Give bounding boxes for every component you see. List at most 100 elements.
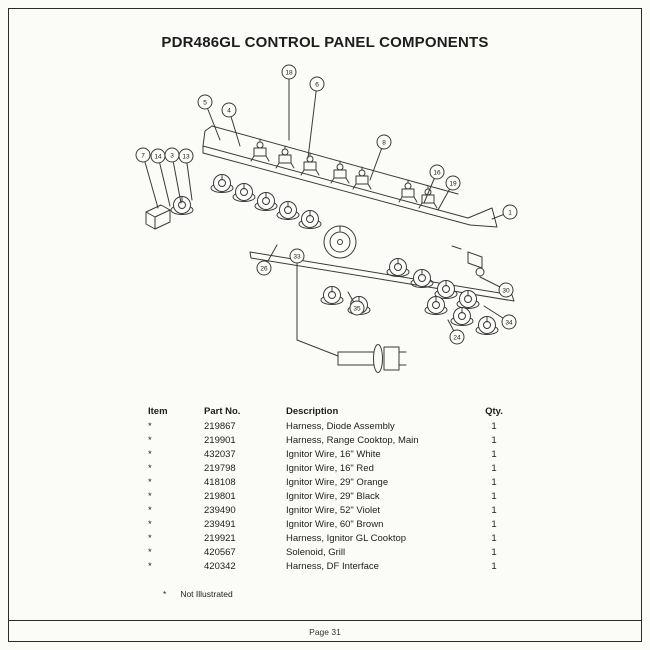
cell-desc: Harness, Range Cooktop, Main xyxy=(286,434,419,446)
svg-text:4: 4 xyxy=(227,107,231,114)
svg-text:16: 16 xyxy=(433,169,441,176)
svg-text:34: 34 xyxy=(505,319,513,326)
cell-desc: Solenoid, Grill xyxy=(286,546,346,558)
solenoid-leader-line xyxy=(296,263,339,357)
right-end-bracket xyxy=(451,245,485,277)
callout-5: 5 xyxy=(197,94,213,110)
control-knob xyxy=(450,307,474,326)
svg-text:8: 8 xyxy=(382,139,386,146)
svg-text:26: 26 xyxy=(260,265,268,272)
cell-desc: Harness, Diode Assembly xyxy=(286,420,395,432)
cell-item: * xyxy=(148,546,152,558)
footnote: * Not Illustrated xyxy=(163,589,233,599)
cell-desc: Harness, Ignitor GL Cooktop xyxy=(286,532,407,544)
cell-part: 219921 xyxy=(204,532,236,544)
callout-3: 3 xyxy=(164,147,180,163)
table-header: Item Part No. Description Qty. xyxy=(148,403,514,419)
svg-text:33: 33 xyxy=(293,253,301,260)
cell-desc: Ignitor Wire, 16" Red xyxy=(286,462,374,474)
cell-part: 420567 xyxy=(204,546,236,558)
cell-part: 219867 xyxy=(204,420,236,432)
table-row: * 239491 Ignitor Wire, 60" Brown 1 xyxy=(148,517,514,531)
cell-desc: Ignitor Wire, 52" Violet xyxy=(286,504,381,516)
callout-24: 24 xyxy=(449,329,465,345)
callout-30: 30 xyxy=(498,282,514,298)
cell-desc: Ignitor Wire, 60" Brown xyxy=(286,518,384,530)
control-knob xyxy=(434,280,458,299)
burner-valve xyxy=(330,160,350,184)
burner-valve xyxy=(418,185,438,209)
cell-item: * xyxy=(148,420,152,432)
cell-part: 219801 xyxy=(204,490,236,502)
burner-valve xyxy=(250,138,270,162)
manifold-pipe xyxy=(202,145,498,228)
cell-qty: 1 xyxy=(491,518,497,530)
callout-16: 16 xyxy=(429,164,445,180)
control-knob xyxy=(210,174,234,193)
footnote-symbol: * xyxy=(163,589,167,599)
svg-text:5: 5 xyxy=(203,99,207,106)
control-knob xyxy=(475,316,499,335)
footnote-text: Not Illustrated xyxy=(180,589,233,599)
burner-valves xyxy=(250,138,438,209)
cell-part: 239491 xyxy=(204,518,236,530)
callout-35: 35 xyxy=(349,300,365,316)
page-number: Page 31 xyxy=(309,626,341,637)
callout-19: 19 xyxy=(445,175,461,191)
svg-text:18: 18 xyxy=(285,69,293,76)
cell-desc: Harness, DF Interface xyxy=(286,560,379,572)
callout-4: 4 xyxy=(221,102,237,118)
svg-text:3: 3 xyxy=(170,152,174,159)
cell-item: * xyxy=(148,434,152,446)
cell-qty: 1 xyxy=(491,532,497,544)
svg-text:19: 19 xyxy=(449,180,457,187)
cell-part: 239490 xyxy=(204,504,236,516)
cell-qty: 1 xyxy=(491,560,497,572)
control-knob xyxy=(424,296,448,315)
thermostat-dial xyxy=(323,225,357,259)
cell-part: 432037 xyxy=(204,448,236,460)
mounting-bracket-left xyxy=(145,204,171,230)
control-knob xyxy=(276,201,300,220)
col-header-part-no: Part No. xyxy=(204,405,241,417)
cell-item: * xyxy=(148,518,152,530)
control-knob xyxy=(232,183,256,202)
burner-valve xyxy=(275,145,295,169)
callout-6: 6 xyxy=(309,76,325,92)
burner-valve xyxy=(352,166,372,190)
callout-26: 26 xyxy=(256,260,272,276)
cell-item: * xyxy=(148,532,152,544)
callout-18: 18 xyxy=(281,64,297,80)
cell-qty: 1 xyxy=(491,434,497,446)
cell-qty: 1 xyxy=(491,462,497,474)
cell-item: * xyxy=(148,476,152,488)
front-trim-rail xyxy=(249,251,515,302)
control-knob xyxy=(320,286,344,305)
cell-qty: 1 xyxy=(491,476,497,488)
callout-34: 34 xyxy=(501,314,517,330)
callout-33: 33 xyxy=(289,248,305,264)
svg-text:7: 7 xyxy=(141,152,145,159)
cell-item: * xyxy=(148,560,152,572)
cell-desc: Ignitor Wire, 29" Orange xyxy=(286,476,389,488)
control-knob xyxy=(347,296,371,315)
control-knob xyxy=(456,290,480,309)
cell-item: * xyxy=(148,504,152,516)
control-knob xyxy=(254,192,278,211)
col-header-qty: Qty. xyxy=(485,405,503,417)
col-header-description: Description xyxy=(286,405,339,417)
grill-solenoid xyxy=(337,344,407,373)
cell-item: * xyxy=(148,448,152,460)
cell-item: * xyxy=(148,462,152,474)
col-header-item: Item xyxy=(148,405,168,417)
svg-text:14: 14 xyxy=(154,153,162,160)
burner-valve xyxy=(398,179,418,203)
